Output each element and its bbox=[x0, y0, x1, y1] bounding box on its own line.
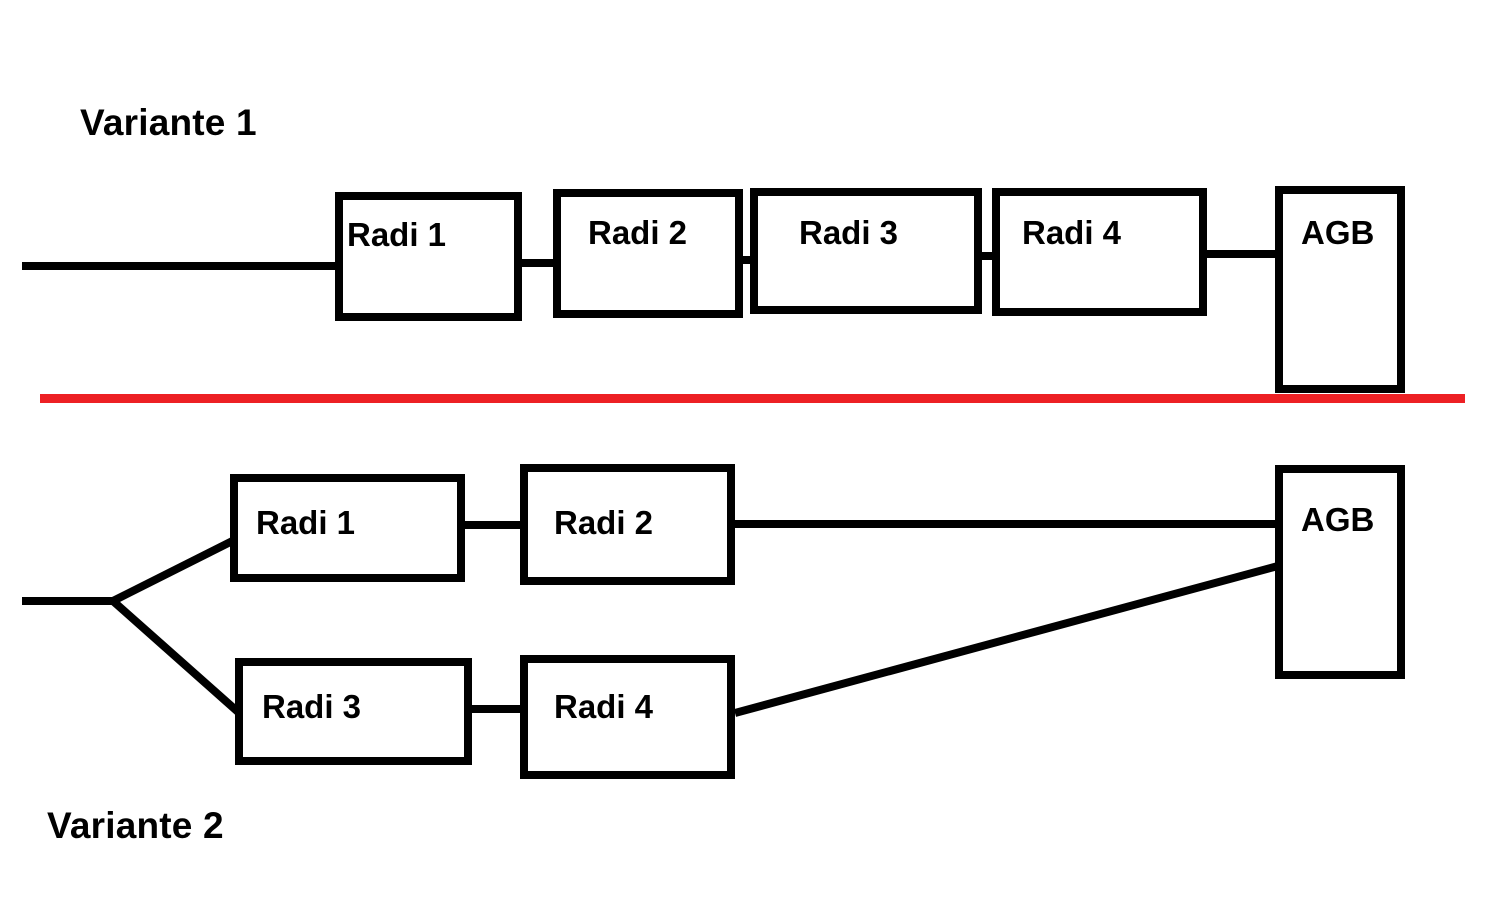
v2-node-radi-1[interactable] bbox=[230, 474, 465, 582]
v2-input-line bbox=[22, 597, 118, 605]
v1-node-radi-4-label: Radi 4 bbox=[1022, 214, 1122, 251]
v1-node-radi-2-label: Radi 2 bbox=[588, 214, 688, 251]
v1-node-agb-label: AGB bbox=[1301, 214, 1375, 251]
variante-1-title: Variante 1 bbox=[80, 102, 257, 143]
v2-node-radi-3[interactable] bbox=[235, 658, 472, 765]
v2-node-radi-3-label: Radi 3 bbox=[262, 688, 362, 725]
v2-node-radi-4-label: Radi 4 bbox=[554, 688, 654, 725]
v2-edge-radi3-radi4 bbox=[467, 705, 527, 713]
v1-node-agb[interactable] bbox=[1275, 186, 1405, 393]
v1-edge-radi2-radi3 bbox=[738, 256, 758, 264]
v1-edge-radi4-agb bbox=[1202, 250, 1284, 258]
v2-edge-radi1-radi2 bbox=[460, 521, 526, 529]
v2-node-radi-4[interactable] bbox=[520, 655, 735, 779]
v1-node-radi-3[interactable] bbox=[750, 188, 982, 314]
v1-edge-radi3-radi4 bbox=[976, 252, 1000, 260]
v1-node-radi-1-label: Radi 1 bbox=[347, 216, 447, 253]
v2-edge-radi2-agb bbox=[730, 520, 1280, 528]
v1-node-radi-3-label: Radi 3 bbox=[799, 214, 899, 251]
v2-node-radi-2[interactable] bbox=[520, 464, 735, 585]
v2-node-radi-1-label: Radi 1 bbox=[256, 504, 356, 541]
variante-2-title: Variante 2 bbox=[47, 805, 224, 846]
v1-node-radi-4[interactable] bbox=[992, 188, 1207, 316]
v2-branch-upper-diagonal bbox=[111, 537, 235, 605]
v1-input-line bbox=[22, 262, 340, 270]
v2-node-agb-label: AGB bbox=[1301, 501, 1375, 538]
red-separator-line bbox=[40, 394, 1465, 403]
v2-node-agb[interactable] bbox=[1275, 465, 1405, 679]
v2-edge-radi4-agb-diagonal bbox=[733, 562, 1280, 717]
v1-node-radi-2[interactable] bbox=[553, 189, 743, 318]
v2-branch-lower-diagonal bbox=[110, 598, 242, 716]
v1-node-radi-1[interactable] bbox=[335, 192, 522, 321]
v2-node-radi-2-label: Radi 2 bbox=[554, 504, 654, 541]
v1-edge-radi1-radi2 bbox=[518, 259, 558, 267]
